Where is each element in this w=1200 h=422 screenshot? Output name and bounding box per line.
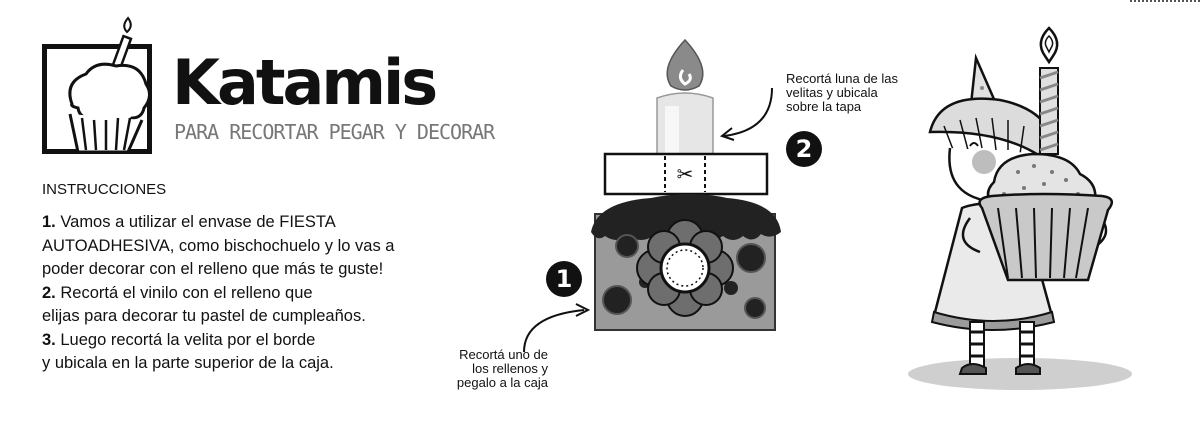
step-text-line: Recortá el vinilo con el relleno que — [60, 283, 313, 302]
step-2: 2. Recortá el vinilo con el relleno que … — [42, 282, 482, 329]
instructions-heading: INSTRUCCIONES — [42, 181, 167, 198]
step-text-line: elijas para decorar tu pastel de cumplea… — [42, 307, 366, 325]
step-3: 3. Luego recortá la velita por el borde … — [42, 329, 482, 376]
caption-line: Recortá luna de las — [786, 71, 899, 86]
step-text-line: poder decorar con el relleno que más te … — [42, 260, 384, 278]
step-badge-1: 1 — [546, 261, 582, 297]
step-1: 1. Vamos a utilizar el envase de FIESTA … — [42, 211, 482, 282]
caption-line: velitas y ubicala — [786, 85, 878, 100]
caption-box-step: Recortá uno de los rellenos y pegalo a l… — [412, 348, 548, 390]
brand-name: Katamis — [172, 46, 438, 119]
svg-text:✂: ✂ — [677, 162, 694, 186]
step-text-line: Luego recortá la velita por el borde — [60, 330, 316, 349]
arrow-to-lid-icon — [719, 87, 773, 141]
step-badge-2: 2 — [786, 131, 822, 167]
caption-line: los rellenos y — [472, 361, 548, 376]
step-number: 1. — [42, 213, 56, 231]
step-text-line: y ubicala en la parte superior de la caj… — [42, 354, 334, 372]
cut-line-marker — [1130, 0, 1200, 6]
caption-line: sobre la tapa — [786, 99, 862, 114]
girl-with-cupcake-illustration — [908, 26, 1132, 390]
caption-line: Recortá uno de — [459, 347, 548, 362]
instruction-steps: 1. Vamos a utilizar el envase de FIESTA … — [42, 211, 482, 376]
step-text-line: AUTOADHESIVA, como bischochuelo y lo vas… — [42, 236, 395, 255]
cupcake-logo-icon — [68, 16, 151, 154]
caption-lid-step: Recortá luna de las velitas y ubicala so… — [786, 72, 936, 114]
step-text-line: Vamos a utilizar el envase de FIESTA — [60, 213, 336, 231]
cake-box-illustration: ✂ — [591, 38, 781, 331]
step-number: 2. — [42, 283, 56, 302]
caption-line: pegalo a la caja — [456, 375, 548, 390]
step-number: 3. — [42, 330, 56, 349]
brand-tagline: PARA RECORTAR PEGAR Y DECORAR — [174, 120, 495, 144]
arrow-to-box-icon — [523, 303, 591, 353]
